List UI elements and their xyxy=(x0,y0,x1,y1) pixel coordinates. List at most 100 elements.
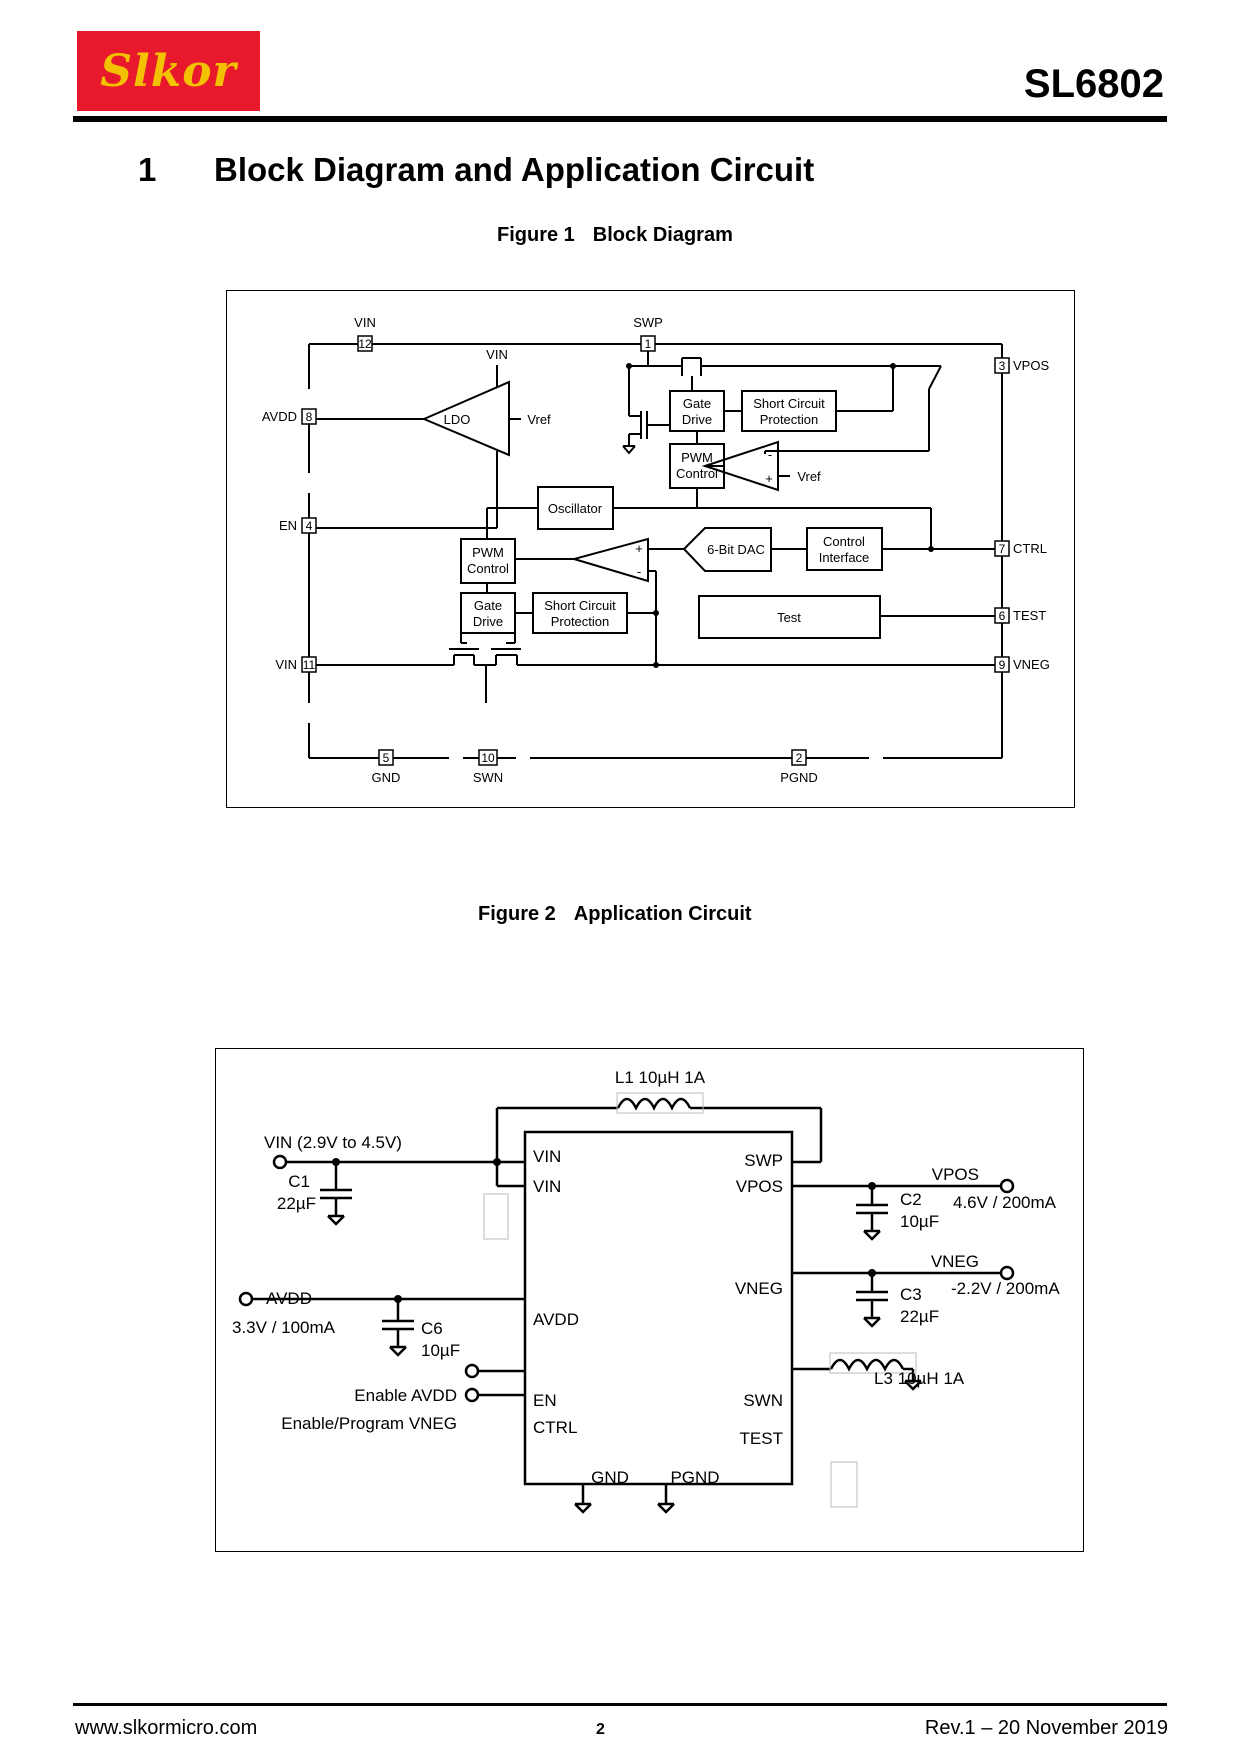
pwm-bot-line2: Control xyxy=(467,561,509,576)
c6-name: C6 xyxy=(421,1319,443,1338)
footer-divider xyxy=(73,1703,1167,1706)
figure2-caption: Figure 2 Application Circuit xyxy=(478,903,752,926)
header-divider xyxy=(73,116,1167,122)
vneg-rating: -2.2V / 200mA xyxy=(951,1279,1060,1298)
ic-pin-vneg: VNEG xyxy=(735,1279,783,1298)
pin-name-test: TEST xyxy=(1013,608,1046,623)
part-number: SL6802 xyxy=(1023,62,1164,106)
ldo-label: LDO xyxy=(444,412,471,427)
pwm-bot-line1: PWM xyxy=(472,545,504,560)
c1-value: 22µF xyxy=(277,1194,316,1213)
company-logo: Slkor xyxy=(77,31,260,111)
c3-name: C3 xyxy=(900,1285,922,1304)
ic-pin-pgnd: PGND xyxy=(670,1468,719,1487)
page-number: 2 xyxy=(596,1721,605,1738)
comp-bot-minus: - xyxy=(637,564,641,579)
scp-top-line2: Protection xyxy=(760,412,819,427)
gate-drive-top-line1: Gate xyxy=(683,396,711,411)
dac-label: 6-Bit DAC xyxy=(707,542,765,557)
comp-top-minus: - xyxy=(768,447,772,462)
pin-num-12: 12 xyxy=(358,337,372,351)
pin-name-vin-left: VIN xyxy=(275,657,297,672)
block-diagram: VIN 12 SWP 1 VPOS 3 AVDD 8 EN 4 CTRL 7 T… xyxy=(262,315,1050,785)
test-block-label: Test xyxy=(777,610,801,625)
ic-pin-ctrl: CTRL xyxy=(533,1418,577,1437)
ic-pin-swp: SWP xyxy=(744,1151,783,1170)
section-number: 1 xyxy=(138,151,157,188)
vpos-output-label: VPOS xyxy=(932,1165,979,1184)
ic-pin-avdd: AVDD xyxy=(533,1310,579,1329)
logo-text: Slkor xyxy=(100,45,237,97)
c2-name: C2 xyxy=(900,1190,922,1209)
c6-value: 10µF xyxy=(421,1341,460,1360)
pin-name-vneg: VNEG xyxy=(1013,657,1050,672)
application-circuit-frame: VIN VIN SWP VPOS VNEG AVDD EN CTRL SWN T… xyxy=(215,1048,1084,1552)
figure2-label: Figure 2 xyxy=(478,903,556,925)
ic-pin-gnd: GND xyxy=(591,1468,629,1487)
section-title: Block Diagram and Application Circuit xyxy=(214,151,815,188)
pwm-top-line1: PWM xyxy=(681,450,713,465)
gate-drive-bot-line2: Drive xyxy=(473,614,503,629)
figure1-title: Block Diagram xyxy=(592,224,733,246)
block-diagram-frame: VIN 12 SWP 1 VPOS 3 AVDD 8 EN 4 CTRL 7 T… xyxy=(226,290,1075,808)
comp-top-vref: Vref xyxy=(797,469,821,484)
pin-num-11: 11 xyxy=(303,658,316,672)
figure1-caption: Figure 1 Block Diagram xyxy=(497,224,733,247)
control-interface-line1: Control xyxy=(823,534,865,549)
ic-pin-vpos: VPOS xyxy=(736,1177,783,1196)
ic-pin-en: EN xyxy=(533,1391,557,1410)
application-circuit: VIN VIN SWP VPOS VNEG AVDD EN CTRL SWN T… xyxy=(232,1068,1060,1514)
ic-pin-vin1: VIN xyxy=(533,1147,561,1166)
enable-avdd-label: Enable AVDD xyxy=(354,1386,457,1405)
pin-num-7: 7 xyxy=(999,542,1006,556)
l3-label: L3 10µH 1A xyxy=(874,1369,965,1388)
ic-pin-test: TEST xyxy=(740,1429,783,1448)
pin-name-gnd: GND xyxy=(372,770,401,785)
comp-bot-plus: + xyxy=(635,541,643,556)
pin-name-pgnd: PGND xyxy=(780,770,818,785)
pin-name-swn: SWN xyxy=(473,770,503,785)
pin-num-3: 3 xyxy=(999,359,1006,373)
ic-pin-vin2: VIN xyxy=(533,1177,561,1196)
pin-num-10: 10 xyxy=(481,751,495,765)
pin-name-en: EN xyxy=(279,518,297,533)
c3-value: 22µF xyxy=(900,1307,939,1326)
avdd-output-label: AVDD xyxy=(266,1289,312,1308)
vin-supply-label: VIN (2.9V to 4.5V) xyxy=(264,1133,402,1152)
gate-drive-bot-line1: Gate xyxy=(474,598,502,613)
ldo-vref-label: Vref xyxy=(527,412,551,427)
figure2-title: Application Circuit xyxy=(573,903,752,925)
pin-num-4: 4 xyxy=(306,519,313,533)
ldo-vin-label: VIN xyxy=(486,347,508,362)
pin-name-swp: SWP xyxy=(633,315,663,330)
avdd-rating: 3.3V / 100mA xyxy=(232,1318,336,1337)
l1-label: L1 10µH 1A xyxy=(615,1068,706,1087)
oscillator-label: Oscillator xyxy=(548,501,603,516)
pin-num-2: 2 xyxy=(796,751,803,765)
scp-bot-line2: Protection xyxy=(551,614,610,629)
pin-num-5: 5 xyxy=(383,751,390,765)
c2-value: 10µF xyxy=(900,1212,939,1231)
control-interface-line2: Interface xyxy=(819,550,870,565)
ic-pin-swn: SWN xyxy=(743,1391,783,1410)
scp-bot-line1: Short Circuit xyxy=(544,598,616,613)
vpos-rating: 4.6V / 200mA xyxy=(953,1193,1057,1212)
figure1-label: Figure 1 xyxy=(497,224,575,246)
pin-name-avdd: AVDD xyxy=(262,409,297,424)
pin-num-9: 9 xyxy=(999,658,1006,672)
c1-name: C1 xyxy=(288,1172,310,1191)
pin-name-ctrl: CTRL xyxy=(1013,541,1047,556)
comp-top-plus: + xyxy=(765,471,773,486)
pin-num-6: 6 xyxy=(999,609,1006,623)
footer-revision: Rev.1 – 20 November 2019 xyxy=(924,1717,1168,1739)
scp-top-line1: Short Circuit xyxy=(753,396,825,411)
pwm-top-line2: Control xyxy=(676,466,718,481)
pin-num-1: 1 xyxy=(645,337,652,351)
pin-name-vin-top: VIN xyxy=(354,315,376,330)
enable-vneg-label: Enable/Program VNEG xyxy=(281,1414,457,1433)
vneg-output-label: VNEG xyxy=(931,1252,979,1271)
pin-name-vpos: VPOS xyxy=(1013,358,1049,373)
pin-num-8: 8 xyxy=(306,410,313,424)
footer-website: www.slkormicro.com xyxy=(75,1717,258,1739)
gate-drive-top-line2: Drive xyxy=(682,412,712,427)
